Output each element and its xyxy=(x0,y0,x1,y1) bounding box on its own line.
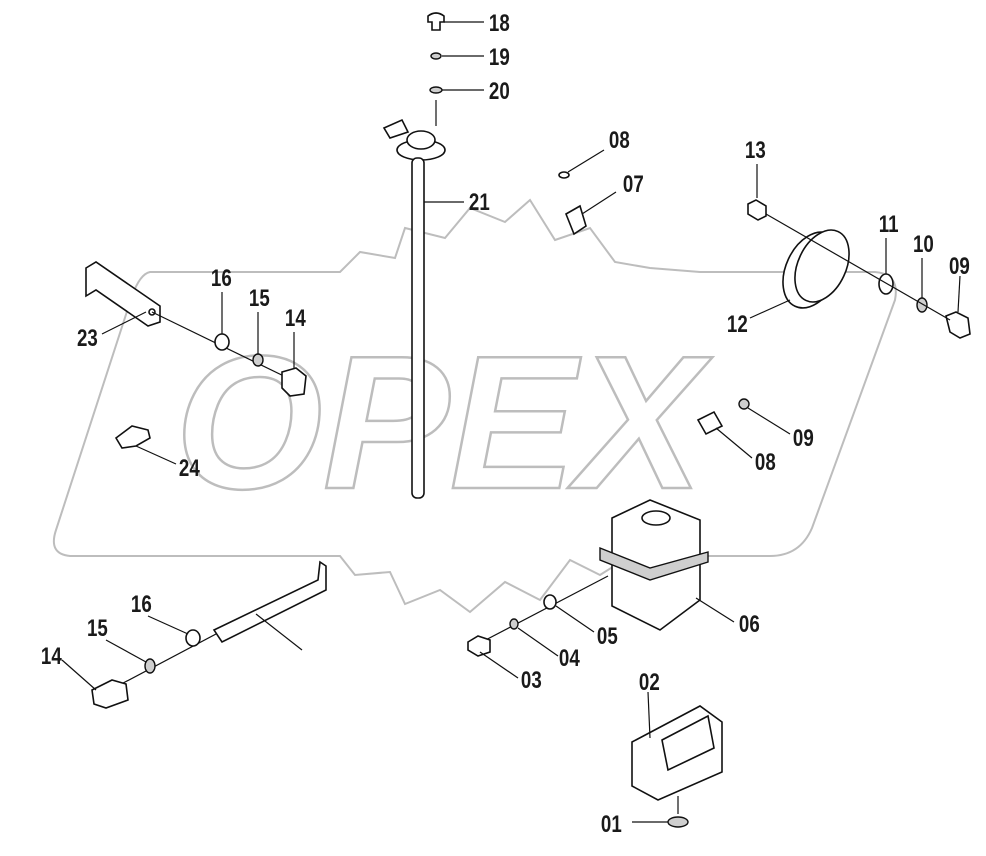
callout-12: 12 xyxy=(727,311,748,338)
callout-01: 01 xyxy=(601,811,622,838)
module-face xyxy=(661,714,715,772)
leader-14b xyxy=(61,659,97,691)
callout-02: 02 xyxy=(639,669,660,696)
leader-07a xyxy=(581,191,617,215)
leader-06 xyxy=(695,597,735,623)
leader-09 xyxy=(957,275,961,313)
sender-tube xyxy=(411,157,425,499)
callout-19: 19 xyxy=(489,44,510,71)
callout-03: 03 xyxy=(521,667,542,694)
temperature-sensor xyxy=(114,425,151,449)
callout-06: 06 xyxy=(739,611,760,638)
callout-18: 18 xyxy=(489,10,510,37)
horn-assembly xyxy=(747,199,971,339)
callout-21: 21 xyxy=(469,189,490,216)
callout-15-lower: 15 xyxy=(87,615,108,642)
leader-05 xyxy=(555,605,595,633)
callout-13: 13 xyxy=(745,137,766,164)
watermark: OPEX xyxy=(52,198,897,614)
sender-seal xyxy=(429,86,443,94)
sender-connector xyxy=(382,118,410,139)
watermark-text: OPEX xyxy=(175,317,713,529)
watermark-gear-outline xyxy=(52,198,897,614)
sender-screw xyxy=(427,12,445,31)
washer-tank-bolt xyxy=(467,635,491,657)
callout-05: 05 xyxy=(597,623,618,650)
fitting-group-lower xyxy=(696,398,750,436)
washer-tank-strap xyxy=(599,546,709,581)
callout-14-lower: 14 xyxy=(41,643,62,670)
leader-23 xyxy=(135,445,177,465)
leader-08b xyxy=(747,407,791,435)
washer-tank-axis xyxy=(477,575,609,645)
horn-nut xyxy=(747,199,767,221)
callout-09: 09 xyxy=(949,253,970,280)
leader-02 xyxy=(647,691,651,739)
fitting-washer-lower xyxy=(738,398,750,410)
leader-15b xyxy=(105,639,147,663)
callout-07-upper: 07 xyxy=(623,171,644,198)
callout-16-upper: 16 xyxy=(211,265,232,292)
callout-22: 23 xyxy=(77,325,98,352)
bracket-lower-assembly xyxy=(91,560,327,709)
callout-15-upper: 15 xyxy=(249,285,270,312)
horn-washer xyxy=(878,273,894,295)
leader-03 xyxy=(479,651,519,679)
bracket-lower-bolt xyxy=(91,679,129,709)
washer-tank-assembly xyxy=(467,499,709,657)
leader-07b xyxy=(715,427,753,459)
leader-04 xyxy=(517,627,559,657)
bracket-upper xyxy=(85,261,161,327)
bracket-upper-bolt xyxy=(281,367,307,397)
bracket-upper-washer xyxy=(214,333,230,351)
callout-20: 20 xyxy=(489,78,510,105)
sender-head xyxy=(406,130,436,150)
horn-lockwasher xyxy=(916,297,928,313)
callout-08-lower: 09 xyxy=(793,425,814,452)
callout-labels: 18 19 20 21 08 07 13 11 10 09 12 16 15 1… xyxy=(41,10,970,838)
bracket-lower-axis xyxy=(109,633,217,691)
bracket-lower xyxy=(212,560,327,644)
leader-08a xyxy=(567,149,605,173)
washer-tank-washer xyxy=(543,594,557,610)
fitting-nipple-upper xyxy=(564,204,587,236)
module-washer xyxy=(667,816,689,828)
horn-bolt xyxy=(945,311,971,339)
sender-washer xyxy=(430,52,442,60)
bracket-upper-lockwasher xyxy=(252,353,264,367)
level-sender-assembly xyxy=(382,12,446,499)
bracket-lower-washer xyxy=(185,629,201,647)
leader-12 xyxy=(749,299,791,319)
washer-tank-cap xyxy=(641,510,671,526)
horn-axis xyxy=(765,213,951,321)
leader-22 xyxy=(101,311,147,335)
callout-14-upper: 14 xyxy=(285,305,306,332)
leader-16b xyxy=(147,615,189,635)
leader-lines xyxy=(61,21,961,823)
callout-23: 24 xyxy=(179,455,200,482)
bracket-upper-assembly xyxy=(85,261,307,397)
horn-body-front xyxy=(794,229,850,303)
module-assembly xyxy=(631,705,723,828)
bracket-lower-lockwasher xyxy=(144,658,156,674)
washer-tank-lockwasher xyxy=(509,618,519,630)
callout-16-lower: 16 xyxy=(131,591,152,618)
callout-11: 11 xyxy=(879,211,899,238)
callout-07-lower: 08 xyxy=(755,449,776,476)
callout-04: 04 xyxy=(559,645,580,672)
leader-24 xyxy=(255,613,303,651)
fitting-group-upper xyxy=(558,171,587,236)
callout-08-upper: 08 xyxy=(609,127,630,154)
fitting-washer-upper xyxy=(558,171,570,179)
callout-10: 10 xyxy=(913,231,934,258)
